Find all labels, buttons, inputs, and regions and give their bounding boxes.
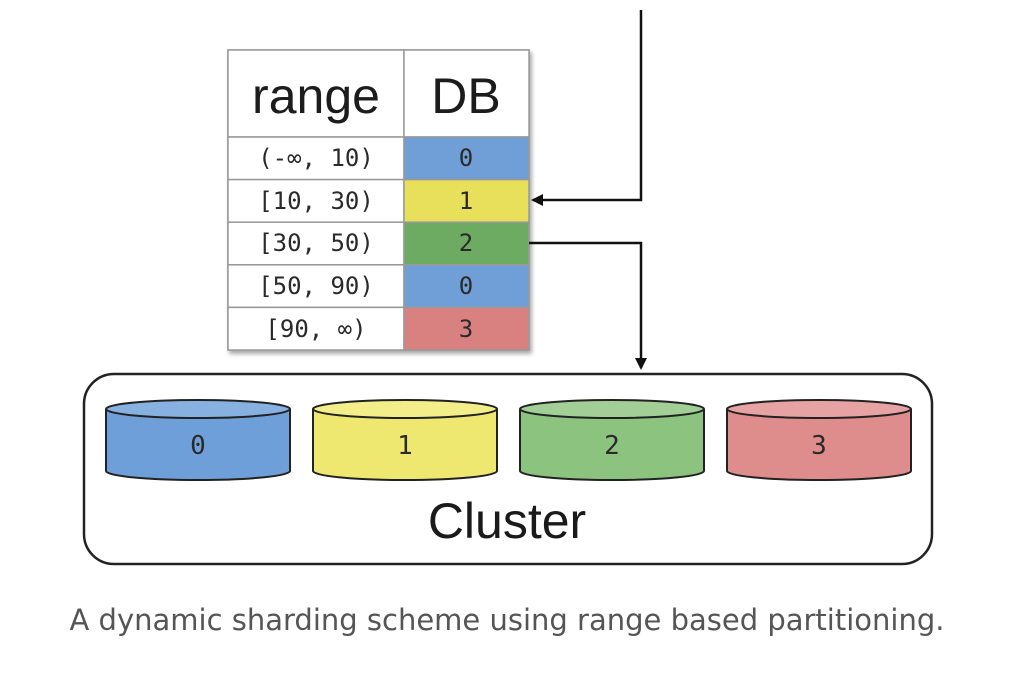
range-cell: [30, 50): [258, 229, 374, 257]
header-range: range: [252, 68, 380, 124]
table-row: [10, 30) 1: [227, 178, 530, 223]
database-label: 1: [397, 431, 413, 461]
db-cell-label: 0: [459, 144, 473, 172]
db-cell: [403, 264, 530, 309]
routing-table: range DB (-∞, 10) 0 [10, 30) 1 [30, 50) …: [227, 49, 530, 351]
database-3: 3: [726, 399, 912, 481]
cluster-label: Cluster: [428, 493, 586, 549]
range-cell: [90, ∞): [265, 315, 366, 343]
db-cell-label: 1: [459, 187, 473, 215]
table-row: (-∞, 10) 0: [227, 136, 530, 181]
database-2: 2: [519, 399, 705, 481]
db-cell-label: 0: [459, 272, 473, 300]
database-label: 2: [604, 431, 620, 461]
route-arrow: [529, 241, 647, 370]
db-cell-label: 2: [459, 229, 473, 257]
db-cell: [403, 306, 530, 351]
table-row: [50, 90) 0: [227, 264, 530, 309]
range-cell: [50, 90): [258, 272, 374, 300]
range-cell: (-∞, 10): [258, 144, 374, 172]
cluster-container: [82, 372, 934, 566]
table-row: [30, 50) 2: [227, 221, 530, 266]
header-range-cell: [227, 49, 405, 138]
database-label: 0: [190, 431, 206, 461]
header-db-cell: [403, 49, 530, 138]
database-label: 3: [811, 431, 827, 461]
database-1: 1: [312, 399, 498, 481]
db-cell-label: 3: [459, 315, 473, 343]
table-row: [90, ∞) 3: [227, 306, 530, 351]
header-db: DB: [431, 68, 500, 124]
figure-caption: A dynamic sharding scheme using range ba…: [70, 603, 945, 637]
lookup-arrow: [531, 10, 643, 206]
range-cell: [10, 30): [258, 187, 374, 215]
database-0: 0: [105, 399, 291, 481]
